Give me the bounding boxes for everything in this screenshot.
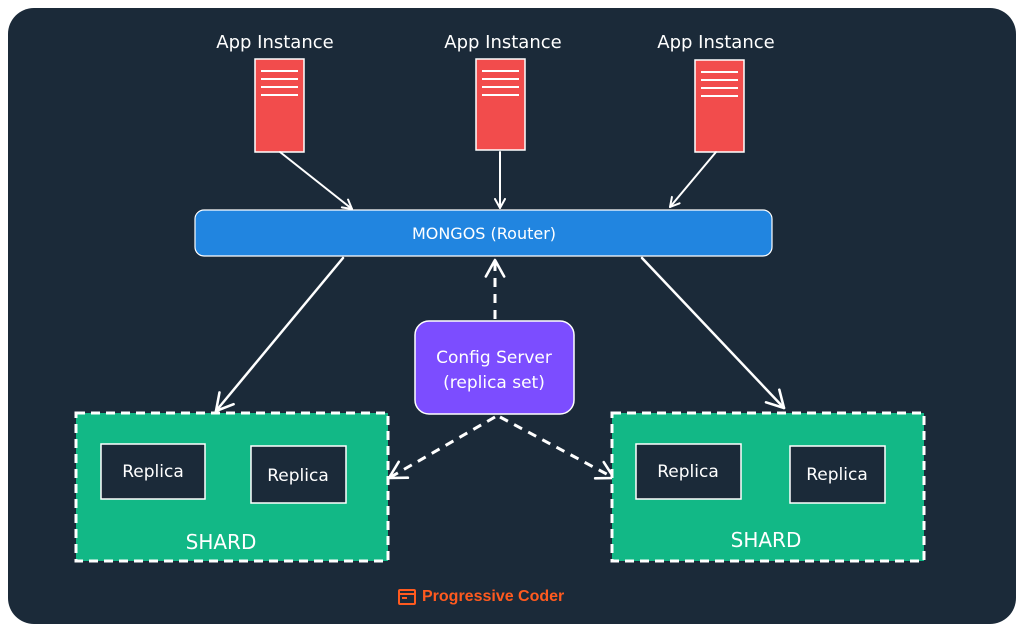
shard-1-replica-2 xyxy=(250,445,347,504)
terminal-window-icon xyxy=(398,589,416,605)
shard-1-label: SHARD xyxy=(186,530,257,554)
app-instance-label-2: App Instance xyxy=(444,32,561,53)
brand-watermark: Progressive Coder xyxy=(398,588,564,606)
router-to-shard2-arrow xyxy=(640,256,786,410)
shard-2: Replica Replica SHARD xyxy=(610,411,926,563)
brand-text: Progressive Coder xyxy=(422,588,565,605)
app-instance-label-1: App Instance xyxy=(216,32,333,53)
config-server: Config Server (replica set) xyxy=(414,320,575,415)
app1-to-router-arrow xyxy=(279,151,353,210)
app-instance-server-icon-1 xyxy=(254,58,305,153)
app3-to-router-arrow xyxy=(669,151,717,208)
shard-2-replica-1-label: Replica xyxy=(657,462,719,482)
shard-2-replica-1 xyxy=(635,443,742,500)
mongos-router: MONGOS (Router) xyxy=(194,209,773,257)
config-to-shard1-dashed-arrow xyxy=(387,415,496,480)
config-server-title: Config Server xyxy=(436,348,552,368)
shard-1-replica-1 xyxy=(100,443,206,500)
config-to-shard2-dashed-arrow xyxy=(499,415,616,480)
router-label: MONGOS (Router) xyxy=(412,224,556,243)
architecture-diagram: App Instance App Instance App Instance M… xyxy=(74,32,926,563)
app-instance-label-3: App Instance xyxy=(657,32,774,53)
diagram-canvas: App Instance App Instance App Instance M… xyxy=(8,8,1016,624)
router-to-shard1-arrow xyxy=(214,256,345,413)
config-server-subtitle: (replica set) xyxy=(443,373,545,393)
shard-2-replica-2 xyxy=(789,445,886,504)
shard-1-replica-2-label: Replica xyxy=(267,466,329,486)
app-instance-server-icon-3 xyxy=(694,59,745,153)
shard-1: Replica Replica SHARD xyxy=(74,411,390,563)
shard-2-label: SHARD xyxy=(731,528,802,552)
shard-1-replica-1-label: Replica xyxy=(122,462,184,482)
app-instance-server-icon-2 xyxy=(475,58,526,151)
shard-2-replica-2-label: Replica xyxy=(806,465,868,485)
